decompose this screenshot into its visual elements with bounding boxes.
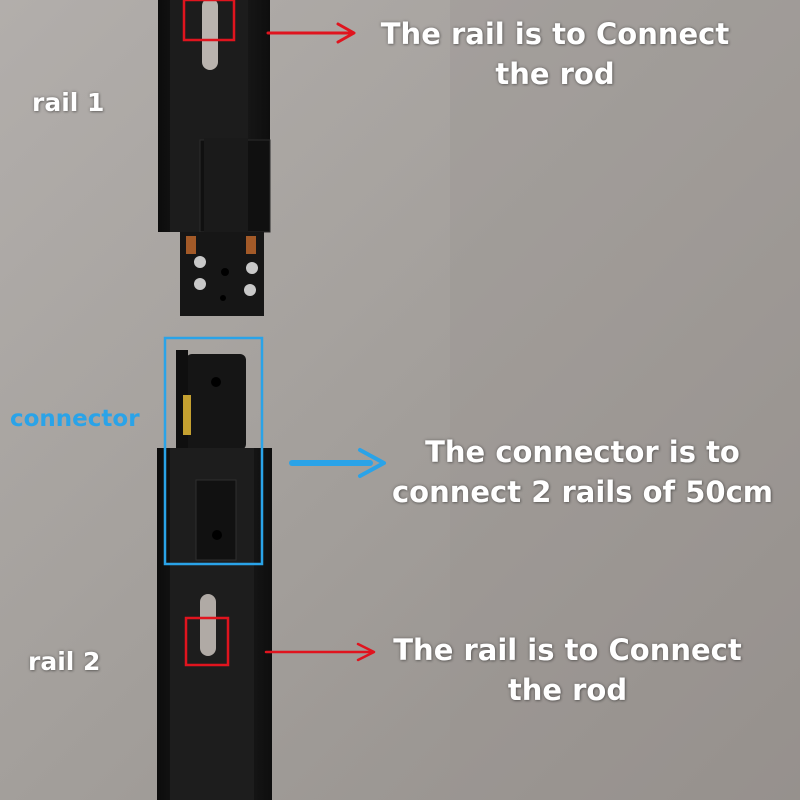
rail-2-slot	[200, 594, 216, 656]
connector-highlight-box	[163, 336, 264, 566]
rail-1-slot	[202, 0, 218, 70]
rail-2-label: rail 2	[28, 647, 101, 676]
rail-2-body	[157, 448, 272, 800]
wall-right-shade	[450, 0, 800, 800]
arrow-right-icon	[264, 642, 376, 662]
middle-note-line-1: The connector is to	[425, 435, 740, 469]
connector-label: connector	[10, 406, 140, 432]
middle-note-line-2: connect 2 rails of 50cm	[391, 475, 773, 509]
top-note-line-2: the rod	[495, 57, 615, 91]
rail-1-body	[158, 0, 271, 233]
top-note: The rail is to Connect the rod	[360, 14, 750, 94]
middle-note: The connector is to connect 2 rails of 5…	[385, 432, 780, 512]
rail-1-label: rail 1	[32, 88, 105, 117]
bottom-note-line-2: the rod	[507, 673, 628, 707]
rail-1-end-block	[180, 232, 264, 316]
arrow-right-icon	[266, 22, 356, 44]
bottom-note-line-1: The rail is to Connect	[393, 633, 742, 667]
bottom-note: The rail is to Connect the rod	[375, 630, 760, 710]
arrow-right-icon	[289, 448, 386, 478]
rail-1-slot-highlight-box	[182, 0, 236, 42]
connector-piece	[176, 350, 246, 450]
rail-2-slot-highlight-box	[184, 616, 230, 667]
top-note-line-1: The rail is to Connect	[380, 17, 730, 51]
